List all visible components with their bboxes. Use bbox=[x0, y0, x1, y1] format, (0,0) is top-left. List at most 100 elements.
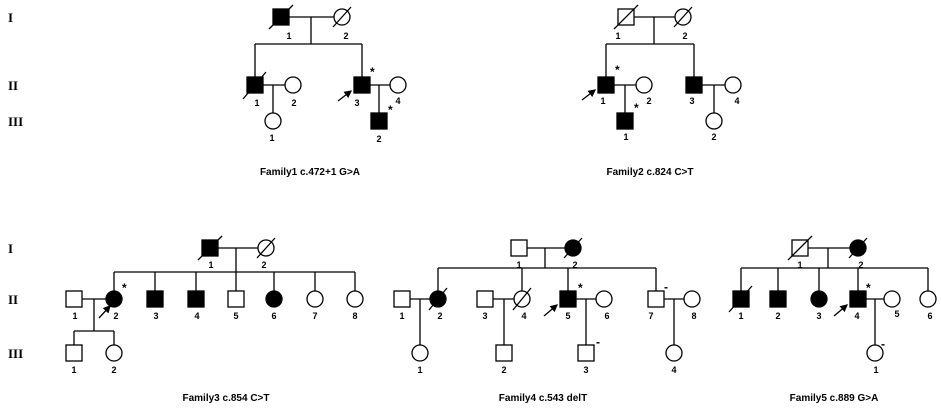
f2-I2-deceased-slash bbox=[673, 6, 693, 28]
f5-I2-number: 2 bbox=[858, 260, 863, 270]
f4-III2-number: 2 bbox=[501, 365, 506, 375]
f3-II4-affected-male bbox=[187, 290, 205, 308]
gen-label-III-top: III bbox=[8, 114, 23, 129]
individual-numbers: 1 2 1 2 3 4 1 2 1 2 1 2 3 4 1 2 1 2 1 2 … bbox=[71, 31, 932, 375]
f4-I1-male bbox=[510, 239, 528, 257]
f2-II2-number: 2 bbox=[646, 96, 651, 106]
f5-II2-number: 2 bbox=[775, 311, 780, 321]
f4-III1-number: 1 bbox=[417, 365, 422, 375]
f4-II3-number: 3 bbox=[482, 311, 487, 321]
f1-II2-female bbox=[284, 76, 302, 94]
f4-II5-affected-male-proband bbox=[559, 290, 577, 308]
f4-II4-number: 4 bbox=[521, 311, 526, 321]
f1-III2-number: 2 bbox=[376, 134, 381, 144]
f3-II6-number: 6 bbox=[271, 311, 276, 321]
f5-II5-female bbox=[883, 290, 901, 308]
f1-III1-female bbox=[264, 112, 282, 130]
f4-II7-number: 7 bbox=[648, 311, 653, 321]
f1-I1-number: 1 bbox=[286, 31, 291, 41]
f1-II3-star: * bbox=[370, 65, 375, 79]
family1-pedigree bbox=[242, 4, 407, 130]
genotyped-markers: * * * * * * * - - - bbox=[122, 63, 885, 351]
f5-II3-affected-female bbox=[810, 290, 828, 308]
f1-II4-number: 4 bbox=[395, 96, 400, 106]
f1-I1-deceased-slash bbox=[268, 4, 294, 30]
f3-I2-number: 2 bbox=[261, 260, 266, 270]
f3-II7-number: 7 bbox=[312, 311, 317, 321]
f5-III1-number: 1 bbox=[873, 365, 878, 375]
f4-II2-number: 2 bbox=[437, 311, 442, 321]
f3-III2-female bbox=[105, 344, 123, 362]
f2-III1-affected-male bbox=[616, 112, 634, 130]
family2-caption: Family2 c.824 C>T bbox=[607, 167, 694, 178]
f4-III4-number: 4 bbox=[671, 365, 676, 375]
f3-proband-arrow bbox=[98, 305, 111, 319]
f1-proband-arrow bbox=[337, 90, 353, 102]
f4-proband-arrow bbox=[543, 304, 558, 317]
f2-I1-deceased-slash bbox=[613, 4, 639, 30]
family3-pedigree bbox=[65, 235, 364, 362]
f2-II2-female bbox=[635, 76, 653, 94]
f4-III3-dash: - bbox=[596, 335, 600, 349]
f4-II6-number: 6 bbox=[604, 311, 609, 321]
family2-pedigree bbox=[581, 4, 742, 130]
f2-III2-number: 2 bbox=[711, 132, 716, 142]
f4-II5-star: * bbox=[578, 281, 583, 295]
gen-label-II-top: II bbox=[8, 78, 18, 93]
f4-III3-number: 3 bbox=[583, 365, 588, 375]
f3-II3-number: 3 bbox=[153, 311, 158, 321]
generation-labels: I II III I II III bbox=[8, 10, 23, 361]
f2-II4-female bbox=[724, 76, 742, 94]
f5-proband-arrow bbox=[833, 304, 848, 317]
f3-II1-male bbox=[65, 290, 83, 308]
f2-I1-number: 1 bbox=[615, 31, 620, 41]
f3-II5-number: 5 bbox=[233, 311, 238, 321]
f3-II2-number: 2 bbox=[113, 311, 118, 321]
f2-II3-affected-male bbox=[685, 76, 703, 94]
gen-label-II-bottom: II bbox=[8, 292, 18, 307]
f5-III1-dash: - bbox=[881, 337, 885, 351]
f4-I1-number: 1 bbox=[516, 260, 521, 270]
f3-II8-female bbox=[346, 290, 364, 308]
f3-II5-male bbox=[227, 290, 245, 308]
f4-II8-female bbox=[683, 290, 701, 308]
f4-I2-number: 2 bbox=[572, 260, 577, 270]
f1-III1-number: 1 bbox=[269, 133, 274, 143]
f3-III1-number: 1 bbox=[71, 365, 76, 375]
f2-II4-number: 4 bbox=[734, 96, 739, 106]
f2-II1-number: 1 bbox=[600, 96, 605, 106]
f1-II4-female bbox=[389, 76, 407, 94]
f3-II7-female bbox=[306, 290, 324, 308]
f1-III2-affected-male bbox=[370, 112, 388, 130]
f2-II1-star: * bbox=[615, 63, 620, 77]
f3-II2-star: * bbox=[122, 281, 127, 295]
f4-III2-male bbox=[495, 344, 513, 362]
f3-II4-number: 4 bbox=[194, 311, 199, 321]
f5-II4-star: * bbox=[866, 281, 871, 295]
f5-III1-female bbox=[866, 344, 884, 362]
f3-II2-affected-female-proband bbox=[105, 290, 123, 308]
f3-II6-affected-female bbox=[265, 290, 283, 308]
family1-caption: Family1 c.472+1 G>A bbox=[260, 167, 360, 178]
family5-pedigree bbox=[728, 235, 937, 362]
family4-caption: Family4 c.543 delT bbox=[499, 393, 587, 404]
f4-III4-female bbox=[665, 344, 683, 362]
f4-II6-female bbox=[595, 290, 613, 308]
f1-III2-star: * bbox=[388, 103, 393, 117]
gen-label-III-bottom: III bbox=[8, 346, 23, 361]
f5-II2-affected-male bbox=[769, 290, 787, 308]
f2-III2-female bbox=[705, 112, 723, 130]
f3-III2-number: 2 bbox=[111, 365, 116, 375]
f4-III1-female bbox=[411, 344, 429, 362]
f4-II5-number: 5 bbox=[565, 311, 570, 321]
f3-II1-number: 1 bbox=[72, 311, 77, 321]
f3-III1-male bbox=[65, 344, 83, 362]
f2-I2-number: 2 bbox=[682, 31, 687, 41]
f5-II5-number: 5 bbox=[894, 309, 899, 319]
f4-II3-male bbox=[476, 290, 494, 308]
f5-II6-number: 6 bbox=[927, 311, 932, 321]
f2-II1-affected-male-proband bbox=[597, 76, 615, 94]
gen-label-I-top: I bbox=[8, 10, 13, 25]
